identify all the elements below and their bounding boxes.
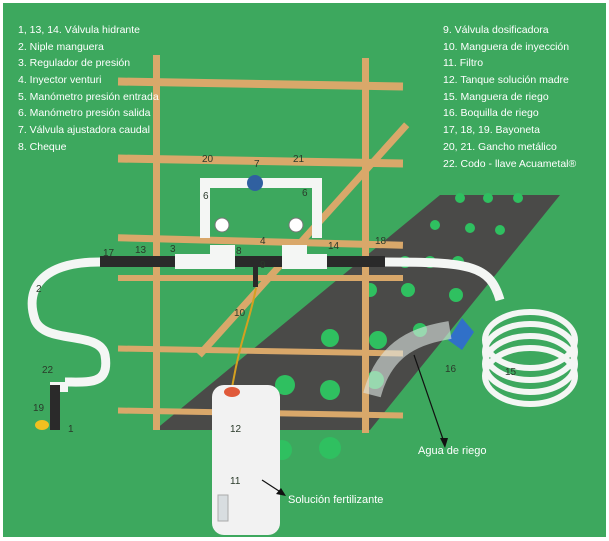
legend-item: 12. Tanque solución madre bbox=[443, 74, 569, 86]
legend-item: 1, 13, 14. Válvula hidrante bbox=[18, 24, 140, 36]
filter bbox=[217, 494, 229, 522]
callout-15: 15 bbox=[505, 367, 517, 378]
legend-right: 9. Válvula dosificadora 10. Manguera de … bbox=[443, 24, 576, 170]
dosing-valve bbox=[253, 262, 258, 287]
legend-item: 8. Cheque bbox=[18, 141, 67, 153]
outlet-gauge bbox=[288, 217, 304, 233]
water-spray bbox=[363, 321, 452, 398]
callout-1: 1 bbox=[68, 424, 74, 435]
injection-hose bbox=[231, 287, 257, 389]
stock-tank bbox=[212, 385, 280, 535]
wooden-trellis bbox=[117, 55, 410, 433]
legend-item: 11. Filtro bbox=[443, 57, 483, 69]
callout-14: 14 bbox=[328, 241, 340, 252]
legend-left: 1, 13, 14. Válvula hidrante 2. Niple man… bbox=[18, 24, 159, 153]
callout-10: 10 bbox=[234, 308, 246, 319]
callout-18: 18 bbox=[375, 236, 387, 247]
callout-9: 9 bbox=[260, 260, 266, 271]
legend-item: 6. Manómetro presión salida bbox=[18, 107, 151, 119]
solution-arrowhead bbox=[276, 488, 286, 496]
callout-6a: 6 bbox=[203, 191, 209, 202]
legend-item: 5. Manómetro presión entrada bbox=[18, 91, 159, 103]
callout-17: 17 bbox=[103, 248, 115, 259]
green-background bbox=[3, 3, 606, 537]
legend-item: 17, 18, 19. Bayoneta bbox=[443, 124, 540, 136]
caption-irrigation-water: Agua de riego bbox=[418, 445, 487, 457]
tank-cap bbox=[224, 387, 240, 397]
callout-22: 22 bbox=[42, 365, 54, 376]
legend-item: 16. Boquilla de riego bbox=[443, 107, 539, 119]
irrigation-hose bbox=[384, 257, 505, 302]
hydrant bbox=[50, 385, 60, 430]
callout-7: 7 bbox=[254, 159, 260, 170]
legend-item: 10. Manguera de inyección bbox=[443, 41, 569, 53]
legend-item: 7. Válvula ajustadora caudal bbox=[18, 124, 150, 136]
legend-item: 3. Regulador de presión bbox=[18, 57, 130, 69]
callout-3: 3 bbox=[170, 244, 176, 255]
callout-20: 20 bbox=[202, 154, 214, 165]
inlet-gauge bbox=[214, 217, 230, 233]
callout-12: 12 bbox=[230, 424, 242, 435]
water-arrow bbox=[413, 354, 446, 446]
soil-bed bbox=[155, 195, 560, 430]
caption-fertilizer-solution: Solución fertilizante bbox=[288, 494, 383, 506]
callout-19: 19 bbox=[33, 403, 45, 414]
water-arrowhead bbox=[440, 438, 448, 448]
main-line bbox=[100, 256, 385, 267]
callout-8: 8 bbox=[236, 246, 242, 257]
irrigation-nozzle bbox=[448, 318, 474, 350]
hose-coil bbox=[482, 309, 578, 407]
legend-item: 9. Válvula dosificadora bbox=[443, 24, 549, 36]
inlet-hose bbox=[27, 257, 111, 387]
callout-16: 16 bbox=[445, 364, 457, 375]
legend-item: 22. Codo - llave Acuametal® bbox=[443, 158, 576, 170]
legend-item: 15. Manguera de riego bbox=[443, 91, 549, 103]
callout-13: 13 bbox=[135, 245, 147, 256]
legend-item: 4. Inyector venturi bbox=[18, 74, 101, 86]
injector-manifold bbox=[100, 175, 385, 287]
callout-4: 4 bbox=[260, 236, 266, 247]
legend-item: 20, 21. Gancho metálico bbox=[443, 141, 557, 153]
callout-21: 21 bbox=[293, 154, 305, 165]
bayonet-handle bbox=[35, 420, 49, 430]
callout-11: 11 bbox=[230, 476, 241, 487]
callout-6b: 6 bbox=[302, 188, 308, 199]
legend-item: 2. Niple manguera bbox=[18, 41, 104, 53]
callouts: 20 7 21 6 6 17 13 3 8 4 9 14 18 2 10 22 … bbox=[33, 154, 517, 487]
flow-adjust-valve bbox=[247, 175, 263, 191]
callout-2: 2 bbox=[36, 284, 42, 295]
